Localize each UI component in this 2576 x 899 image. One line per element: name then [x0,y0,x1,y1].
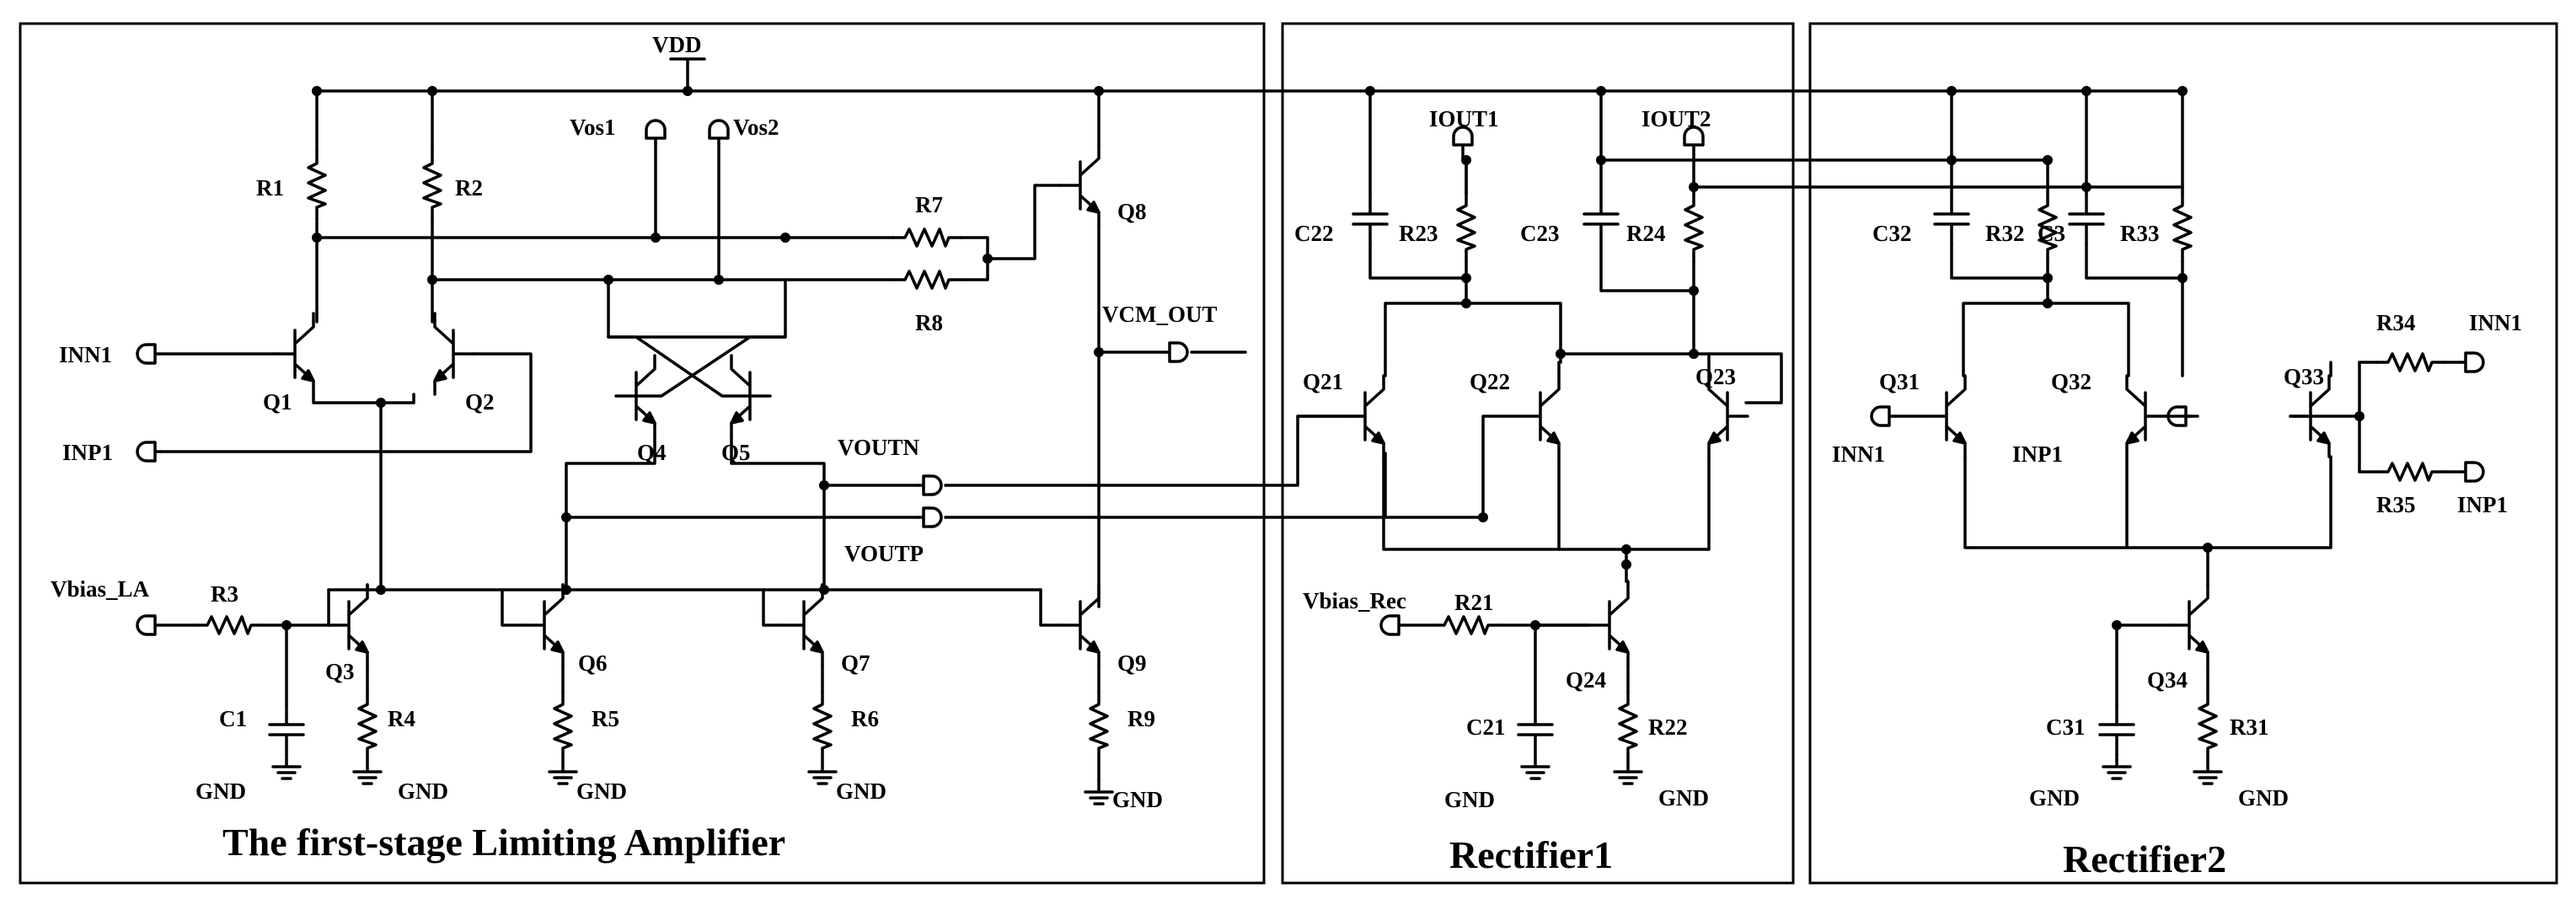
r24-label: R24 [1626,221,1666,246]
iout1-label: IOUT1 [1429,106,1499,131]
q24-label: Q24 [1566,667,1606,693]
gnd-label-r9: GND [1112,787,1163,812]
q31-label: Q31 [1879,369,1920,394]
rect1-junctions [1365,86,1699,630]
inp1-pin-label: INP1 [2457,492,2508,517]
c32-label: C32 [1872,221,1912,246]
inn1-label-rect2: INN1 [1832,441,1885,467]
vdd-rail [315,57,2184,93]
limiting-amplifier-title: The first-stage Limiting Amplifier [222,821,785,864]
q7-label: Q7 [841,650,870,676]
gnd-label-c31: GND [2029,785,2080,811]
vos1-label: Vos1 [570,115,616,140]
q23-label: Q23 [1695,364,1736,389]
vbias-la-label: Vbias_LA [51,576,150,602]
q22-label: Q22 [1470,369,1510,394]
r31-label: R31 [2230,714,2269,740]
q34-label: Q34 [2147,667,2188,693]
q2-label: Q2 [465,389,495,415]
c21-label: C21 [1466,714,1506,740]
r32-label: R32 [1985,221,2025,246]
q21-label: Q21 [1303,369,1343,394]
r6-label: R6 [851,706,879,731]
c3-label: C3 [2038,221,2065,246]
q3-label: Q3 [325,659,355,684]
rect2-junctions [1947,86,2364,630]
r9-label: R9 [1127,706,1155,731]
gnd-label-r5: GND [576,779,627,804]
vbias-rec-label: Vbias_Rec [1303,588,1406,613]
inn1-pin-label: INN1 [2469,310,2522,335]
gnd-label-c1: GND [195,779,246,804]
frame-rectifier2 [1808,22,2558,885]
iout2-label: IOUT2 [1641,106,1711,131]
la-wiring [136,89,1387,805]
gnd-label-r4: GND [398,779,448,804]
r33-label: R33 [2120,221,2160,246]
rectifier2-title: Rectifier2 [2063,837,2226,880]
r23-label: R23 [1399,221,1438,246]
r8-label: R8 [915,310,943,335]
r35-label: R35 [2376,492,2416,517]
vos2-label: Vos2 [733,115,779,140]
r2-label: R2 [455,175,483,201]
rect1-wiring [1296,89,2184,785]
q1-label: Q1 [263,389,292,415]
q33-label: Q33 [2284,364,2324,389]
voutp-label: VOUTP [844,541,924,566]
q32-label: Q32 [2051,369,2091,394]
q4-label: Q4 [637,440,667,465]
r34-label: R34 [2376,310,2416,335]
q9-label: Q9 [1117,650,1147,676]
inn1-label-la: INN1 [59,342,112,367]
gnd-label-c21: GND [1444,787,1495,812]
r5-label: R5 [592,706,619,731]
r4-label: R4 [388,706,415,731]
gnd-label-r6: GND [836,779,886,804]
voutn-label: VOUTN [838,435,919,460]
gnd-label-r22: GND [1658,785,1709,811]
r22-label: R22 [1648,714,1688,740]
c31-label: C31 [2046,714,2086,740]
q5-label: Q5 [721,440,751,465]
q8-label: Q8 [1117,199,1147,224]
inp1-label-la: INP1 [62,440,113,465]
r21-label: R21 [1454,590,1494,615]
rect2-wiring [1870,89,2485,785]
gnd-label-r31: GND [2238,785,2289,811]
inp1-label-rect2: INP1 [2012,441,2063,467]
frame-rectifier1 [1281,22,1795,885]
q6-label: Q6 [578,650,608,676]
c22-label: C22 [1294,221,1334,246]
c1-label: C1 [219,706,247,731]
rectifier1-title: Rectifier1 [1449,833,1613,876]
c23-label: C23 [1520,221,1560,246]
vdd-label: VDD [652,32,702,57]
vcm-out-label: VCM_OUT [1102,302,1218,327]
la-junctions [281,86,1104,630]
frame-limiting-amplifier [19,22,1266,885]
r7-label: R7 [915,192,943,217]
r1-label: R1 [256,175,284,201]
r3-label: R3 [211,581,238,607]
